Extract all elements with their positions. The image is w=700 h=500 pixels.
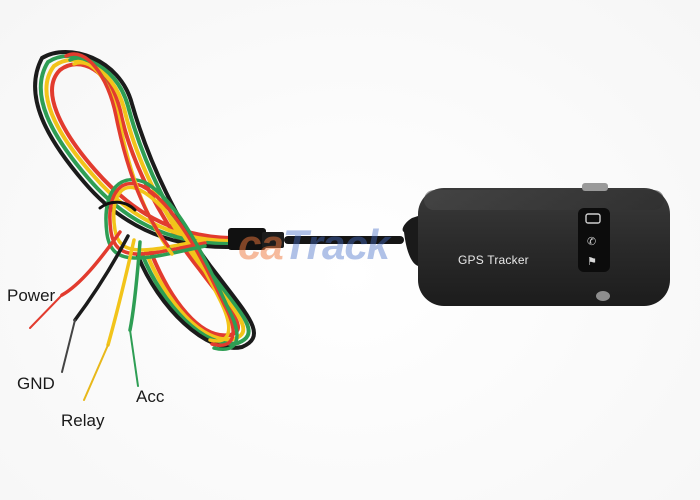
wire-coil xyxy=(33,49,256,351)
svg-text:✆: ✆ xyxy=(587,235,596,248)
svg-text:⚑: ⚑ xyxy=(587,255,597,268)
wire-ends xyxy=(29,230,142,401)
gps-tracker-device: ✆ ⚑ xyxy=(402,183,670,306)
watermark-logo: caTrack xyxy=(238,221,390,268)
wire-connector xyxy=(228,228,404,250)
device-label: GPS Tracker xyxy=(458,253,529,267)
wire-label-acc: Acc xyxy=(136,387,165,406)
wire-label-power: Power xyxy=(7,286,56,305)
wire-label-gnd: GND xyxy=(17,374,55,393)
watermark-text-part1: ca xyxy=(238,221,284,268)
watermark-text-part2: Track xyxy=(282,221,390,268)
wire-label-relay: Relay xyxy=(61,411,105,430)
